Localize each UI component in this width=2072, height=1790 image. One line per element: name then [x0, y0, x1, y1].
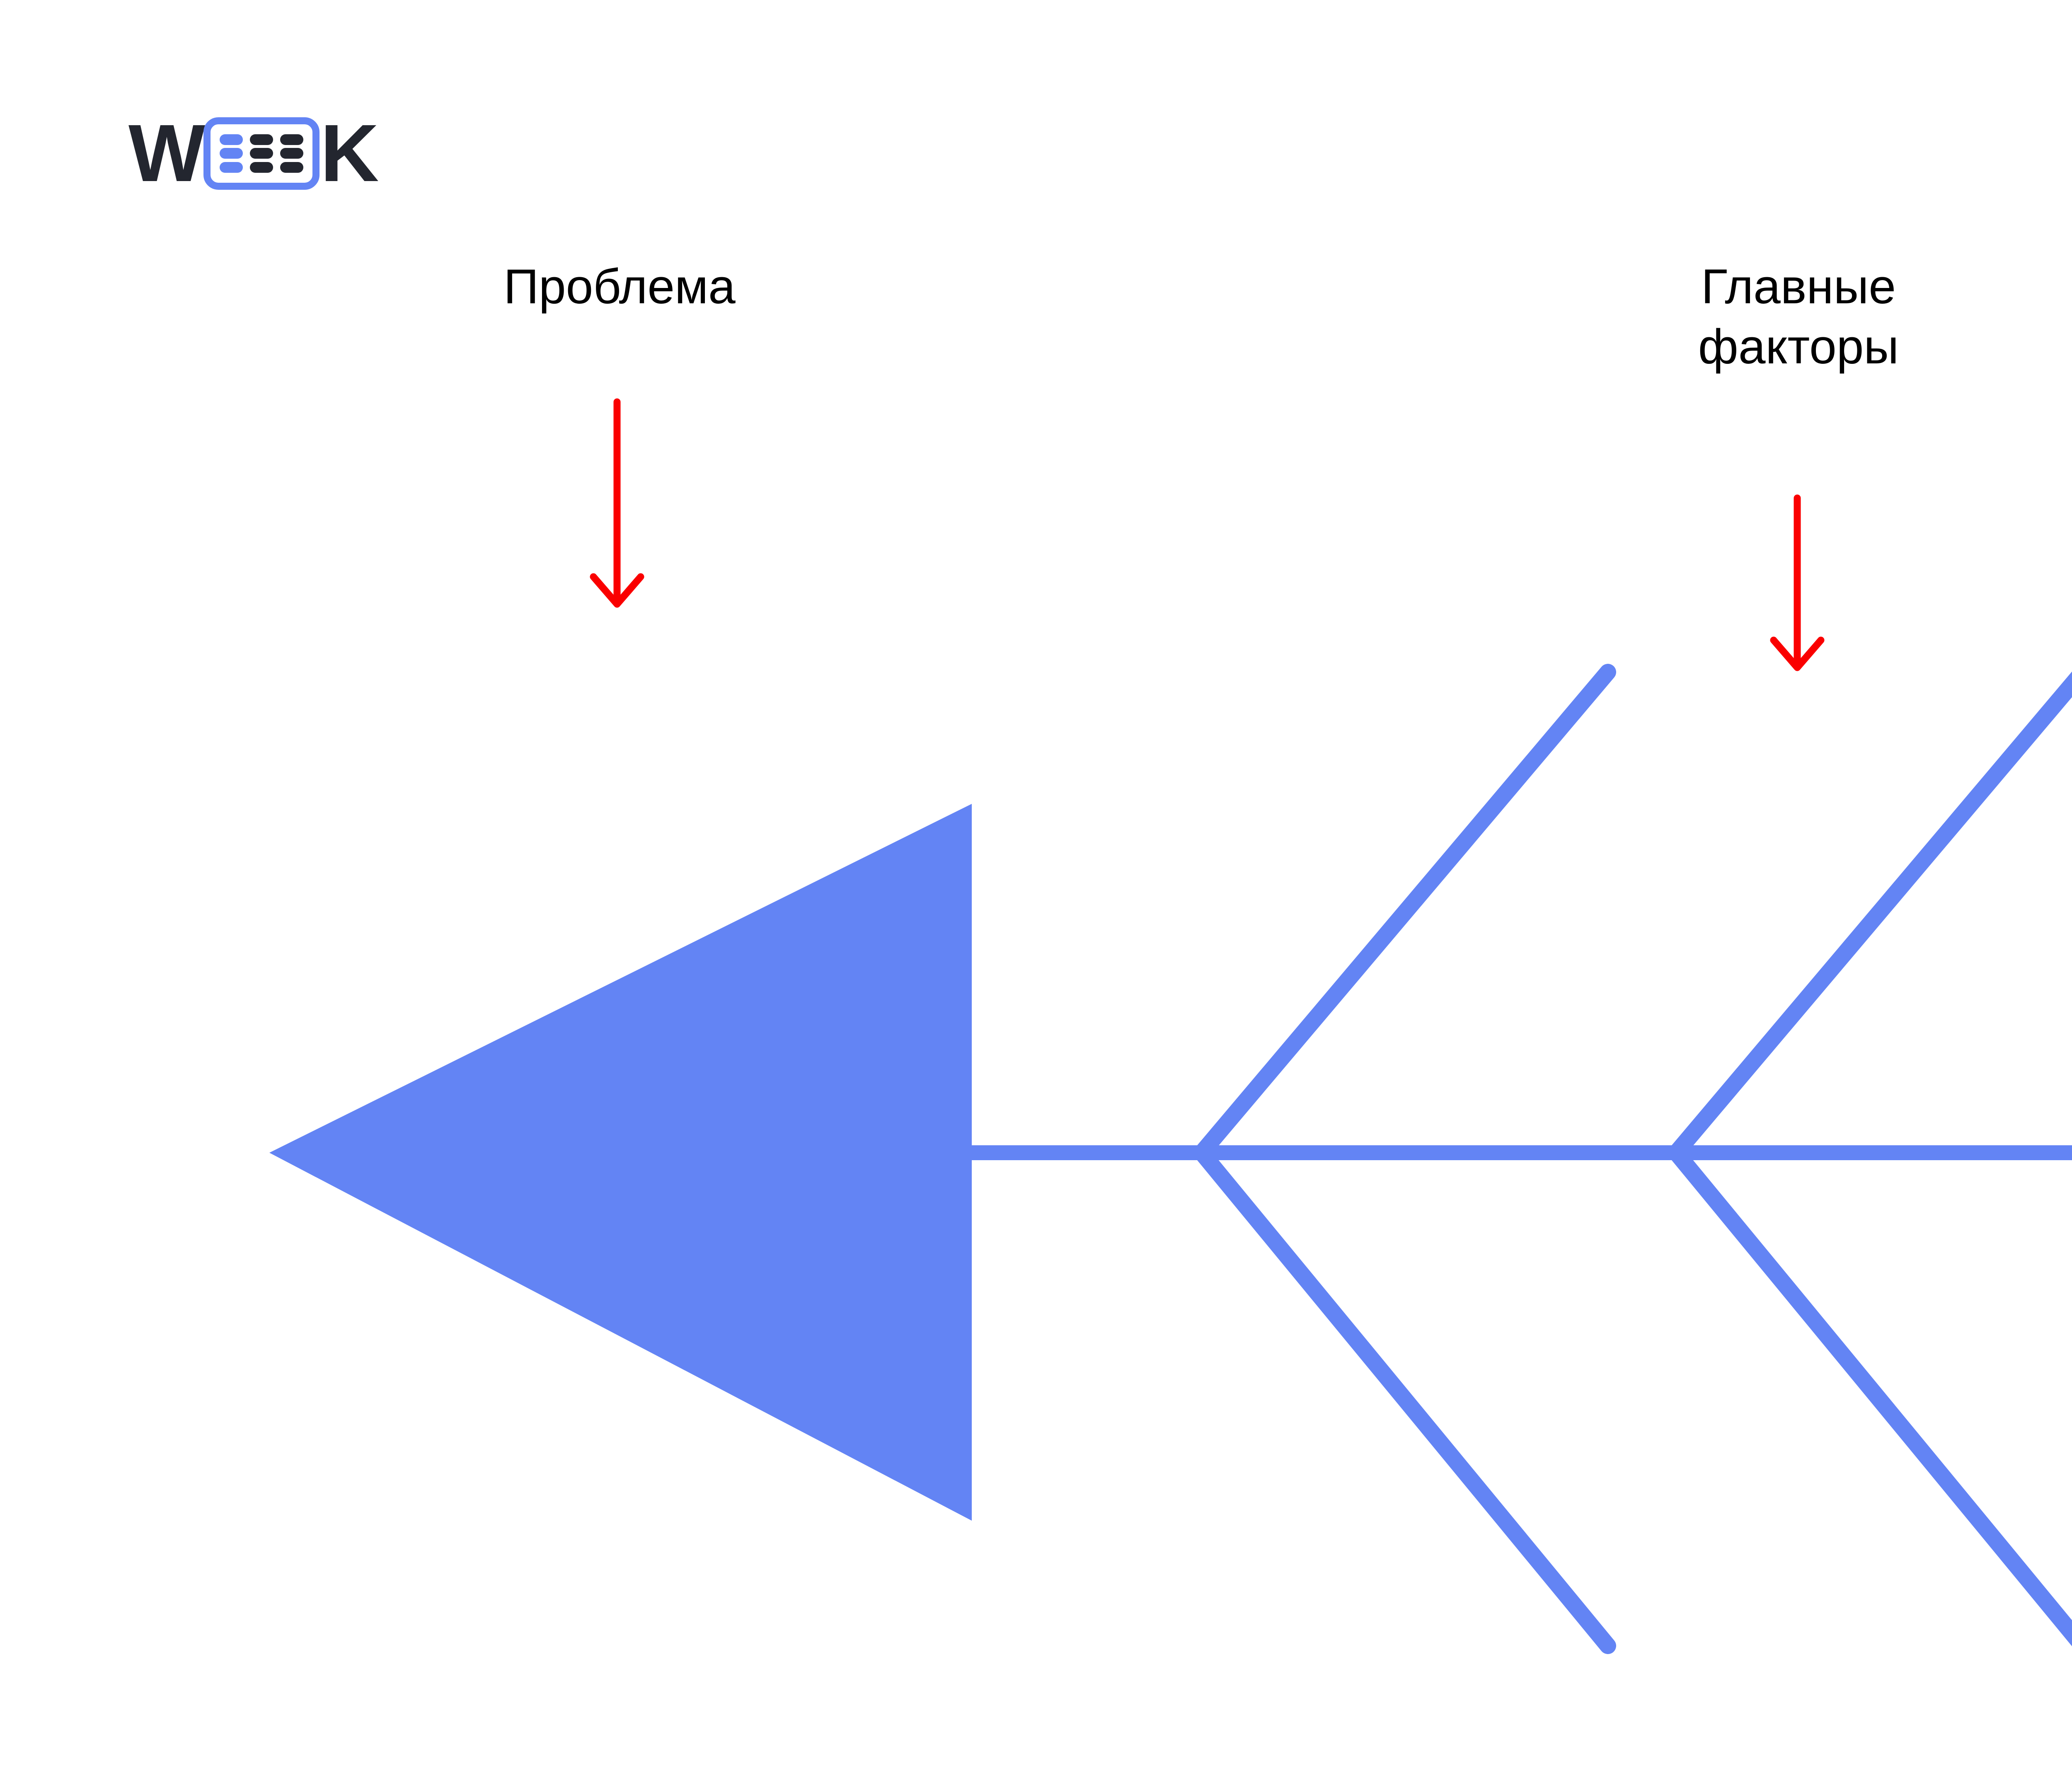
main-bones-upper	[1193, 664, 2072, 1161]
logo-pill	[280, 162, 303, 173]
logo-pill	[220, 162, 243, 173]
logo-grid-row	[220, 148, 303, 159]
arrow-to-main-bone	[1770, 494, 1825, 671]
fish-head-problem-shape	[269, 804, 972, 1521]
logo-pill	[250, 162, 273, 173]
main-bone-upper-2	[1668, 671, 2072, 1161]
logo-grid-row	[220, 162, 303, 173]
main-bone-lower-2	[1668, 1144, 2072, 1647]
main-bones-lower	[1193, 1144, 2072, 1654]
logo-pill	[250, 148, 273, 159]
logo-pill	[220, 134, 243, 145]
arrow-head-icon	[590, 573, 644, 608]
logo-pill	[220, 148, 243, 159]
arrow-head-icon	[1770, 636, 1825, 671]
main-bone-lower-1	[1193, 1144, 1616, 1654]
logo-letter-w: W	[128, 108, 205, 198]
logo-grid-mark-icon	[203, 117, 320, 190]
logo-grid-row	[220, 134, 303, 145]
annotation-label-problem: Проблема	[503, 259, 736, 314]
weeek-logo[interactable]: W K	[128, 106, 379, 201]
pointer-arrows	[590, 398, 1825, 671]
logo-pill	[250, 134, 273, 145]
main-bone-upper-1	[1193, 664, 1616, 1161]
logo-pill	[280, 148, 303, 159]
logo-pill	[280, 134, 303, 145]
logo-letter-k: K	[320, 108, 379, 198]
arrow-to-fish-head	[590, 398, 644, 608]
